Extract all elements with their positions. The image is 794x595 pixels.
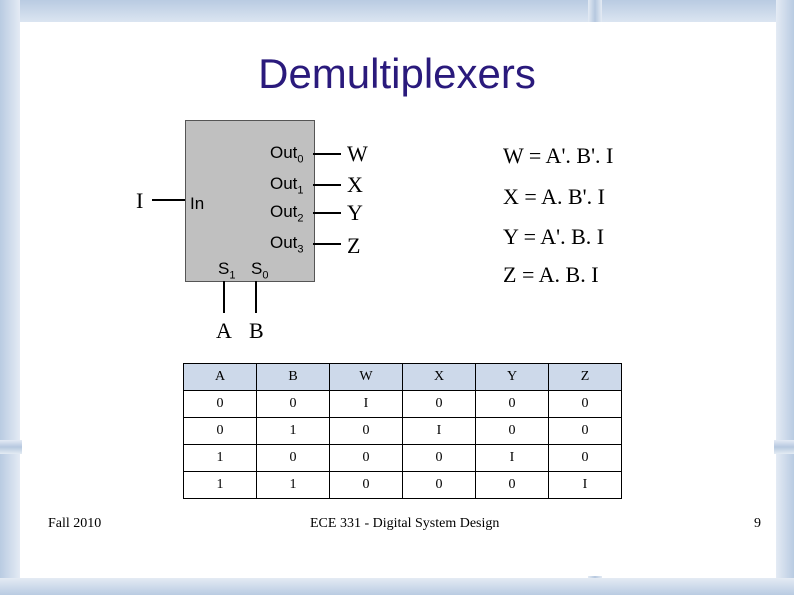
table-cell: 0	[548, 390, 622, 418]
input-port-label: In	[190, 194, 205, 213]
table-cell: 0	[402, 390, 476, 418]
table-cell: 0	[329, 471, 403, 499]
frame-bottom	[0, 578, 794, 595]
table-row: 0 1 0 I 0 0	[183, 417, 622, 445]
table-header-cell: Y	[475, 363, 549, 391]
table-cell: 0	[256, 444, 330, 472]
table-cell: 0	[329, 444, 403, 472]
select-wire-s0	[255, 281, 257, 313]
table-cell: 0	[475, 417, 549, 445]
select-port-label-s0: S0	[251, 259, 269, 282]
input-wire	[152, 199, 185, 201]
output-signal-x: X	[347, 172, 363, 197]
table-cell: I	[548, 471, 622, 499]
table-cell: 0	[475, 390, 549, 418]
input-signal-label: I	[136, 188, 144, 213]
output-signal-w: W	[347, 141, 368, 166]
equation-y: Y = A'. B. I	[503, 224, 605, 249]
footer-date: Fall 2010	[48, 516, 102, 531]
table-cell: 1	[256, 471, 330, 499]
table-cell: 0	[548, 444, 622, 472]
equation-x: X = A. B'. I	[503, 184, 605, 209]
table-cell: 1	[183, 471, 257, 499]
output-signal-z: Z	[347, 233, 361, 258]
table-header-cell: A	[183, 363, 257, 391]
select-wire-s1	[223, 281, 225, 313]
table-header-cell: X	[402, 363, 476, 391]
table-header-row: A B W X Y Z	[183, 363, 622, 391]
table-cell: 1	[256, 417, 330, 445]
table-row: 1 1 0 0 0 I	[183, 471, 622, 499]
select-port-label-s1: S1	[218, 259, 236, 282]
table-cell: I	[402, 417, 476, 445]
table-header-cell: Z	[548, 363, 622, 391]
table-row: 1 0 0 0 I 0	[183, 444, 622, 472]
table-row: 0 0 I 0 0 0	[183, 390, 622, 418]
truth-table: A B W X Y Z 0 0 I 0 0 0 0 1 0 I 0 0 1 0 …	[183, 363, 622, 499]
select-signal-a: A	[216, 318, 232, 343]
slide-title: Demultiplexers	[258, 50, 536, 97]
output-wire-1	[313, 184, 341, 186]
table-cell: 0	[402, 444, 476, 472]
footer-course: ECE 331 - Digital System Design	[310, 516, 500, 531]
output-wire-2	[313, 212, 341, 214]
table-cell: 0	[402, 471, 476, 499]
frame-top	[0, 0, 794, 22]
output-wire-3	[313, 243, 341, 245]
output-port-label-3: Out3	[270, 233, 304, 256]
output-port-label-1: Out1	[270, 174, 304, 197]
output-signal-y: Y	[347, 200, 363, 225]
table-cell: 1	[183, 444, 257, 472]
table-cell: 0	[475, 471, 549, 499]
table-cell: 0	[183, 390, 257, 418]
table-header-cell: B	[256, 363, 330, 391]
page-number: 9	[754, 516, 761, 531]
table-cell: I	[475, 444, 549, 472]
table-cell: I	[329, 390, 403, 418]
equation-w: W = A'. B'. I	[503, 143, 614, 168]
table-cell: 0	[183, 417, 257, 445]
equation-z: Z = A. B. I	[503, 262, 599, 287]
output-port-label-2: Out2	[270, 202, 304, 225]
table-cell: 0	[548, 417, 622, 445]
output-wire-0	[313, 153, 341, 155]
table-cell: 0	[256, 390, 330, 418]
output-port-label-0: Out0	[270, 143, 304, 166]
table-header-cell: W	[329, 363, 403, 391]
table-cell: 0	[329, 417, 403, 445]
demux-block	[185, 120, 315, 282]
select-signal-b: B	[249, 318, 264, 343]
